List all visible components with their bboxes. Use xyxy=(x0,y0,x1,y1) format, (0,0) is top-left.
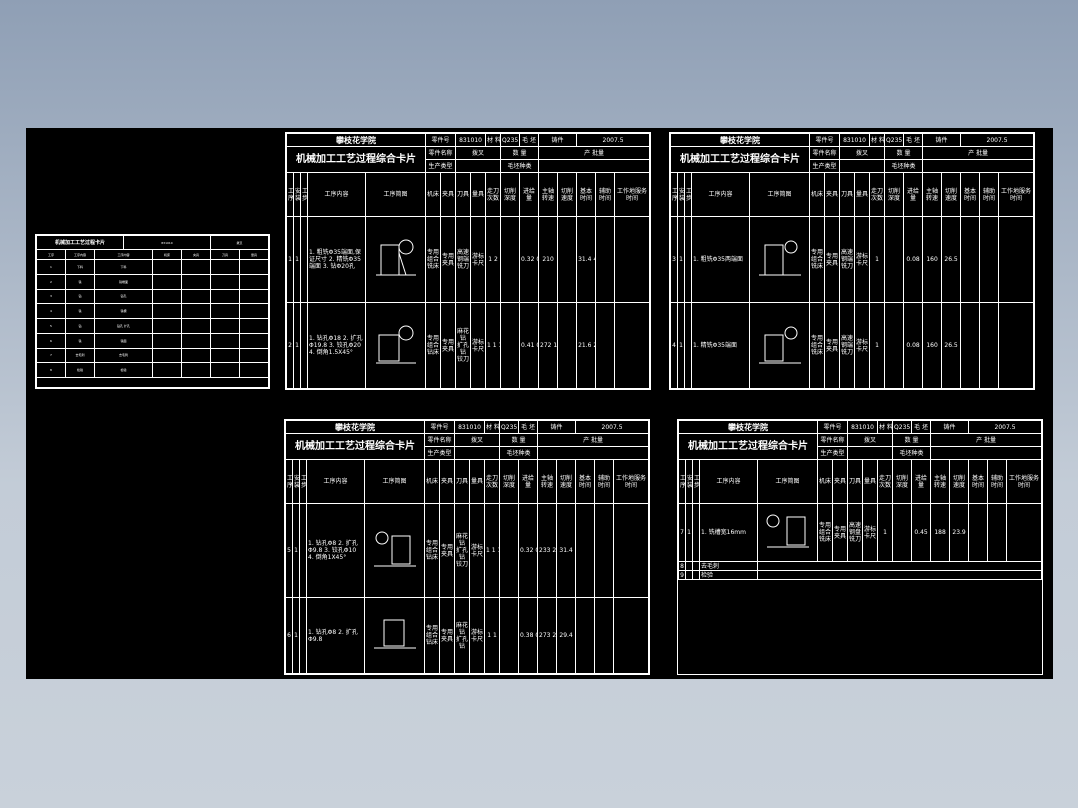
process-sketch xyxy=(363,597,426,674)
card-date: 2007.5 xyxy=(968,420,1042,434)
overview-col-seq: 工序 xyxy=(36,249,66,260)
overview-col-content: 工序内容 xyxy=(94,249,153,260)
material: Q235 xyxy=(892,420,913,434)
card-date: 2007.5 xyxy=(960,133,1034,147)
blank-type: 铸件 xyxy=(930,420,970,434)
part-no: 831010 xyxy=(839,133,871,147)
blank-type: 铸件 xyxy=(922,133,962,147)
part-name: 拨叉 xyxy=(454,433,501,447)
blank-type: 铸件 xyxy=(538,133,578,147)
card-date: 2007.5 xyxy=(575,420,649,434)
overview-part-no: 831010 xyxy=(123,235,211,250)
part-no: 831010 xyxy=(454,420,486,434)
overview-col-tool: 刀具 xyxy=(210,249,240,260)
card-title: 机械加工工艺过程综合卡片 xyxy=(284,433,426,460)
school-name: 攀枝花学院 xyxy=(669,133,811,147)
overview-col-name: 工序内容 xyxy=(65,249,95,260)
overview-col-machine: 机床 xyxy=(152,249,182,260)
card-title: 机械加工工艺过程综合卡片 xyxy=(669,146,811,173)
material: Q235 xyxy=(500,133,521,147)
part-name: 拨叉 xyxy=(839,146,886,160)
school-name: 攀枝花学院 xyxy=(284,420,426,434)
material: Q235 xyxy=(884,133,905,147)
process-sketch xyxy=(748,302,811,389)
card-title: 机械加工工艺过程综合卡片 xyxy=(677,433,819,460)
quantity: 产 批量 xyxy=(538,146,650,160)
overview-col-measure: 量具 xyxy=(239,249,269,260)
quantity: 产 批量 xyxy=(930,433,1042,447)
card-date: 2007.5 xyxy=(576,133,650,147)
overview-part-name: 拨叉 xyxy=(210,235,269,250)
overview-card: 机械加工工艺过程卡片 831010 拨叉 工序 工序内容 工序内容 机床 夹具 … xyxy=(35,234,270,389)
process-sketch xyxy=(748,216,811,303)
overview-title: 机械加工工艺过程卡片 xyxy=(36,235,124,250)
quantity: 产 批量 xyxy=(537,433,649,447)
card-title: 机械加工工艺过程综合卡片 xyxy=(285,146,427,173)
process-card-c: 攀枝花学院 零件号 831010 材 料 Q235 毛 坯 铸件 2007.5 … xyxy=(284,419,650,675)
process-sketch xyxy=(364,302,427,389)
process-card-d: 攀枝花学院 零件号 831010 材 料 Q235 毛 坯 铸件 2007.5 … xyxy=(677,419,1043,675)
process-sketch xyxy=(756,503,819,562)
table-row: 9 检验 xyxy=(678,570,1042,580)
part-name: 拨叉 xyxy=(455,146,502,160)
quantity: 产 批量 xyxy=(922,146,1034,160)
overview-col-fixture: 夹具 xyxy=(181,249,211,260)
part-no: 831010 xyxy=(847,420,879,434)
blank-type: 铸件 xyxy=(537,420,577,434)
part-name: 拨叉 xyxy=(847,433,894,447)
process-card-b: 攀枝花学院 零件号 831010 材 料 Q235 毛 坯 铸件 2007.5 … xyxy=(669,132,1035,390)
school-name: 攀枝花学院 xyxy=(677,420,819,434)
process-sketch xyxy=(363,502,426,599)
process-card-a: 攀枝花学院 零件号 831010 材 料 Q235 毛 坯 铸件 2007.5 … xyxy=(285,132,651,390)
school-name: 攀枝花学院 xyxy=(285,133,427,147)
drawing-canvas: 机械加工工艺过程卡片 831010 拨叉 工序 工序内容 工序内容 机床 夹具 … xyxy=(26,128,1053,679)
material: Q235 xyxy=(499,420,520,434)
process-sketch xyxy=(364,216,427,303)
part-no: 831010 xyxy=(455,133,487,147)
table-row: 8 去毛刺 xyxy=(678,561,1042,571)
